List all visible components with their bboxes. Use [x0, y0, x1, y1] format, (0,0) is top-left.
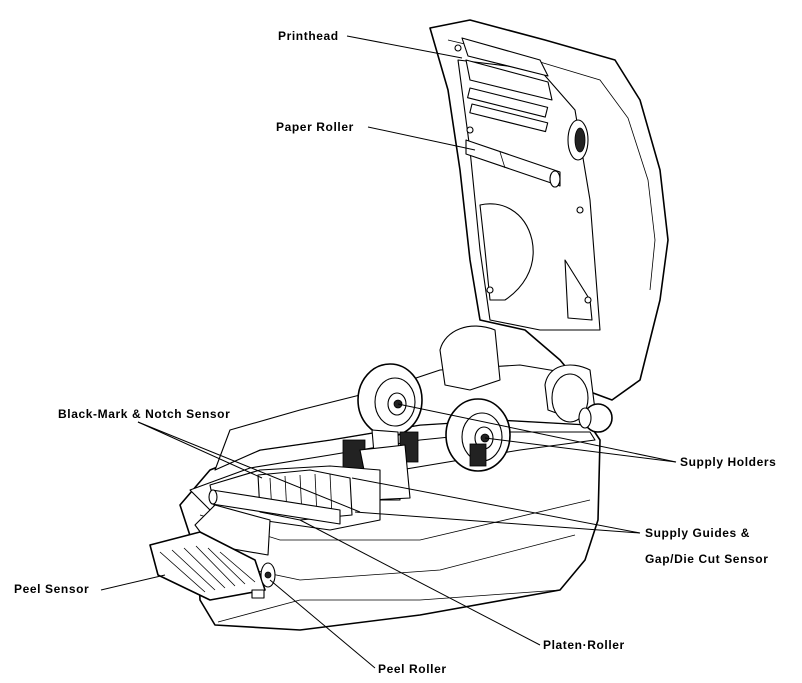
leader-peel-sensor [100, 574, 166, 591]
leader-supply-guides-1 [351, 477, 641, 534]
leader-supply-guides-2 [354, 511, 641, 534]
label-black-mark-notch-sensor: Black-Mark & Notch Sensor [58, 407, 230, 421]
leader-printhead [346, 35, 463, 59]
label-peel-roller: Peel Roller [378, 662, 447, 676]
label-supply-guides-line2: Gap/Die Cut Sensor [645, 552, 769, 566]
label-platen-roller: Platen·Roller [543, 638, 625, 652]
supply-holder-right [445, 398, 511, 472]
leader-black-mark [137, 421, 263, 479]
part-labels: Printhead Paper Roller Black-Mark & Notc… [14, 29, 776, 676]
leader-peel-roller [269, 579, 376, 669]
leader-black-mark-2 [137, 421, 361, 513]
label-printhead: Printhead [278, 29, 339, 43]
label-supply-holders: Supply Holders [680, 455, 776, 469]
printer-illustration [149, 19, 669, 631]
front-mechanism [149, 465, 381, 601]
label-paper-roller: Paper Roller [276, 120, 354, 134]
leader-supply-holders-1 [397, 403, 677, 463]
leader-lines [100, 35, 677, 669]
label-supply-guides-line1: Supply Guides & [645, 526, 750, 540]
leader-paper-roller [367, 126, 476, 151]
label-peel-sensor: Peel Sensor [14, 582, 89, 596]
leader-platen-roller [299, 519, 541, 646]
printer-lid [429, 19, 669, 401]
leader-supply-holders-2 [484, 437, 677, 463]
